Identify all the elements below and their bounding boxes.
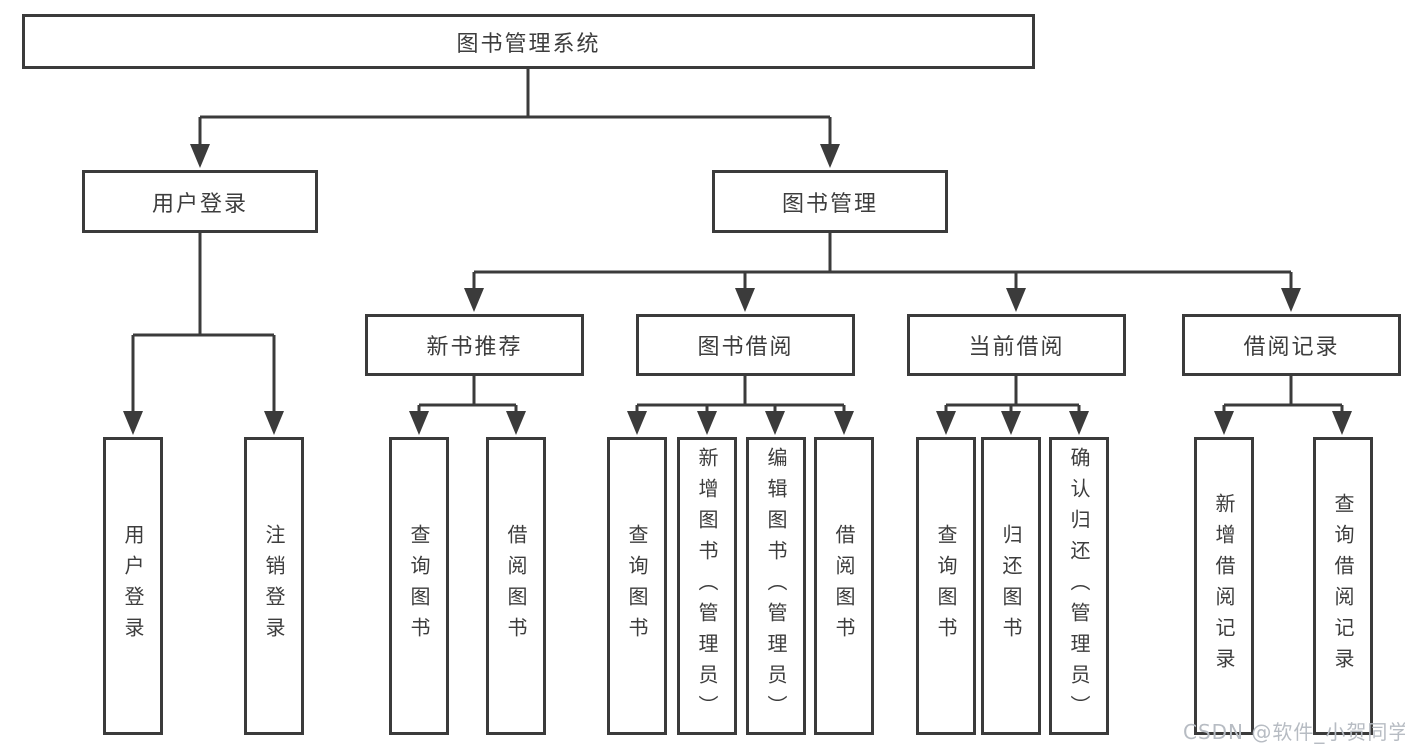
leaf-label: 查询图书 [934, 524, 958, 648]
leaf-search-books-recommend: 查询图书 [389, 437, 449, 735]
leaf-confirm-return-admin: 确认归还（管理员） [1049, 437, 1109, 735]
leaf-label: 新增借阅记录 [1212, 493, 1236, 679]
leaf-borrow-books-recommend: 借阅图书 [486, 437, 546, 735]
leaf-borrow-books-borrowing: 借阅图书 [814, 437, 874, 735]
leaf-add-book-admin: 新增图书（管理员） [677, 437, 737, 735]
csdn-watermark: CSDN @软件_小贺同学 [1183, 720, 1405, 744]
node-label: 用户登录 [151, 191, 248, 217]
node-label: 借阅记录 [1243, 335, 1340, 360]
leaf-add-borrow-record: 新增借阅记录 [1194, 437, 1254, 735]
leaf-logout: 注销登录 [244, 437, 304, 735]
node-current-borrowing: 当前借阅 [907, 314, 1126, 376]
node-label: 新书推荐 [426, 335, 523, 360]
node-label: 当前借阅 [968, 335, 1065, 360]
leaf-label: 用户登录 [121, 524, 145, 648]
leaf-label: 查询图书 [625, 524, 649, 648]
leaf-label: 注销登录 [262, 524, 286, 648]
leaf-search-books-borrowing: 查询图书 [607, 437, 667, 735]
node-root-system: 图书管理系统 [22, 14, 1035, 69]
node-new-book-recommendation: 新书推荐 [365, 314, 584, 376]
leaf-user-login: 用户登录 [103, 437, 163, 735]
leaf-search-books-current: 查询图书 [916, 437, 976, 735]
leaf-label: 借阅图书 [504, 524, 528, 648]
node-book-borrowing: 图书借阅 [636, 314, 855, 376]
node-borrowing-records: 借阅记录 [1182, 314, 1401, 376]
leaf-label: 查询借阅记录 [1331, 493, 1355, 679]
node-user-login: 用户登录 [82, 170, 318, 233]
leaf-return-book: 归还图书 [981, 437, 1041, 735]
leaf-label: 借阅图书 [832, 524, 856, 648]
node-book-management: 图书管理 [712, 170, 948, 233]
leaf-label: 查询图书 [407, 524, 431, 648]
arrowheads [123, 144, 1352, 435]
leaf-label: 编辑图书（管理员） [764, 446, 788, 726]
node-label: 图书借阅 [697, 335, 794, 360]
node-label: 图书管理系统 [456, 31, 601, 57]
node-label: 图书管理 [781, 191, 878, 217]
leaf-label: 归还图书 [999, 524, 1023, 648]
leaf-label: 新增图书（管理员） [695, 446, 719, 726]
leaf-edit-book-admin: 编辑图书（管理员） [746, 437, 806, 735]
leaf-search-borrow-record: 查询借阅记录 [1313, 437, 1373, 735]
leaf-label: 确认归还（管理员） [1067, 446, 1091, 726]
connector-paths [131, 68, 1344, 415]
